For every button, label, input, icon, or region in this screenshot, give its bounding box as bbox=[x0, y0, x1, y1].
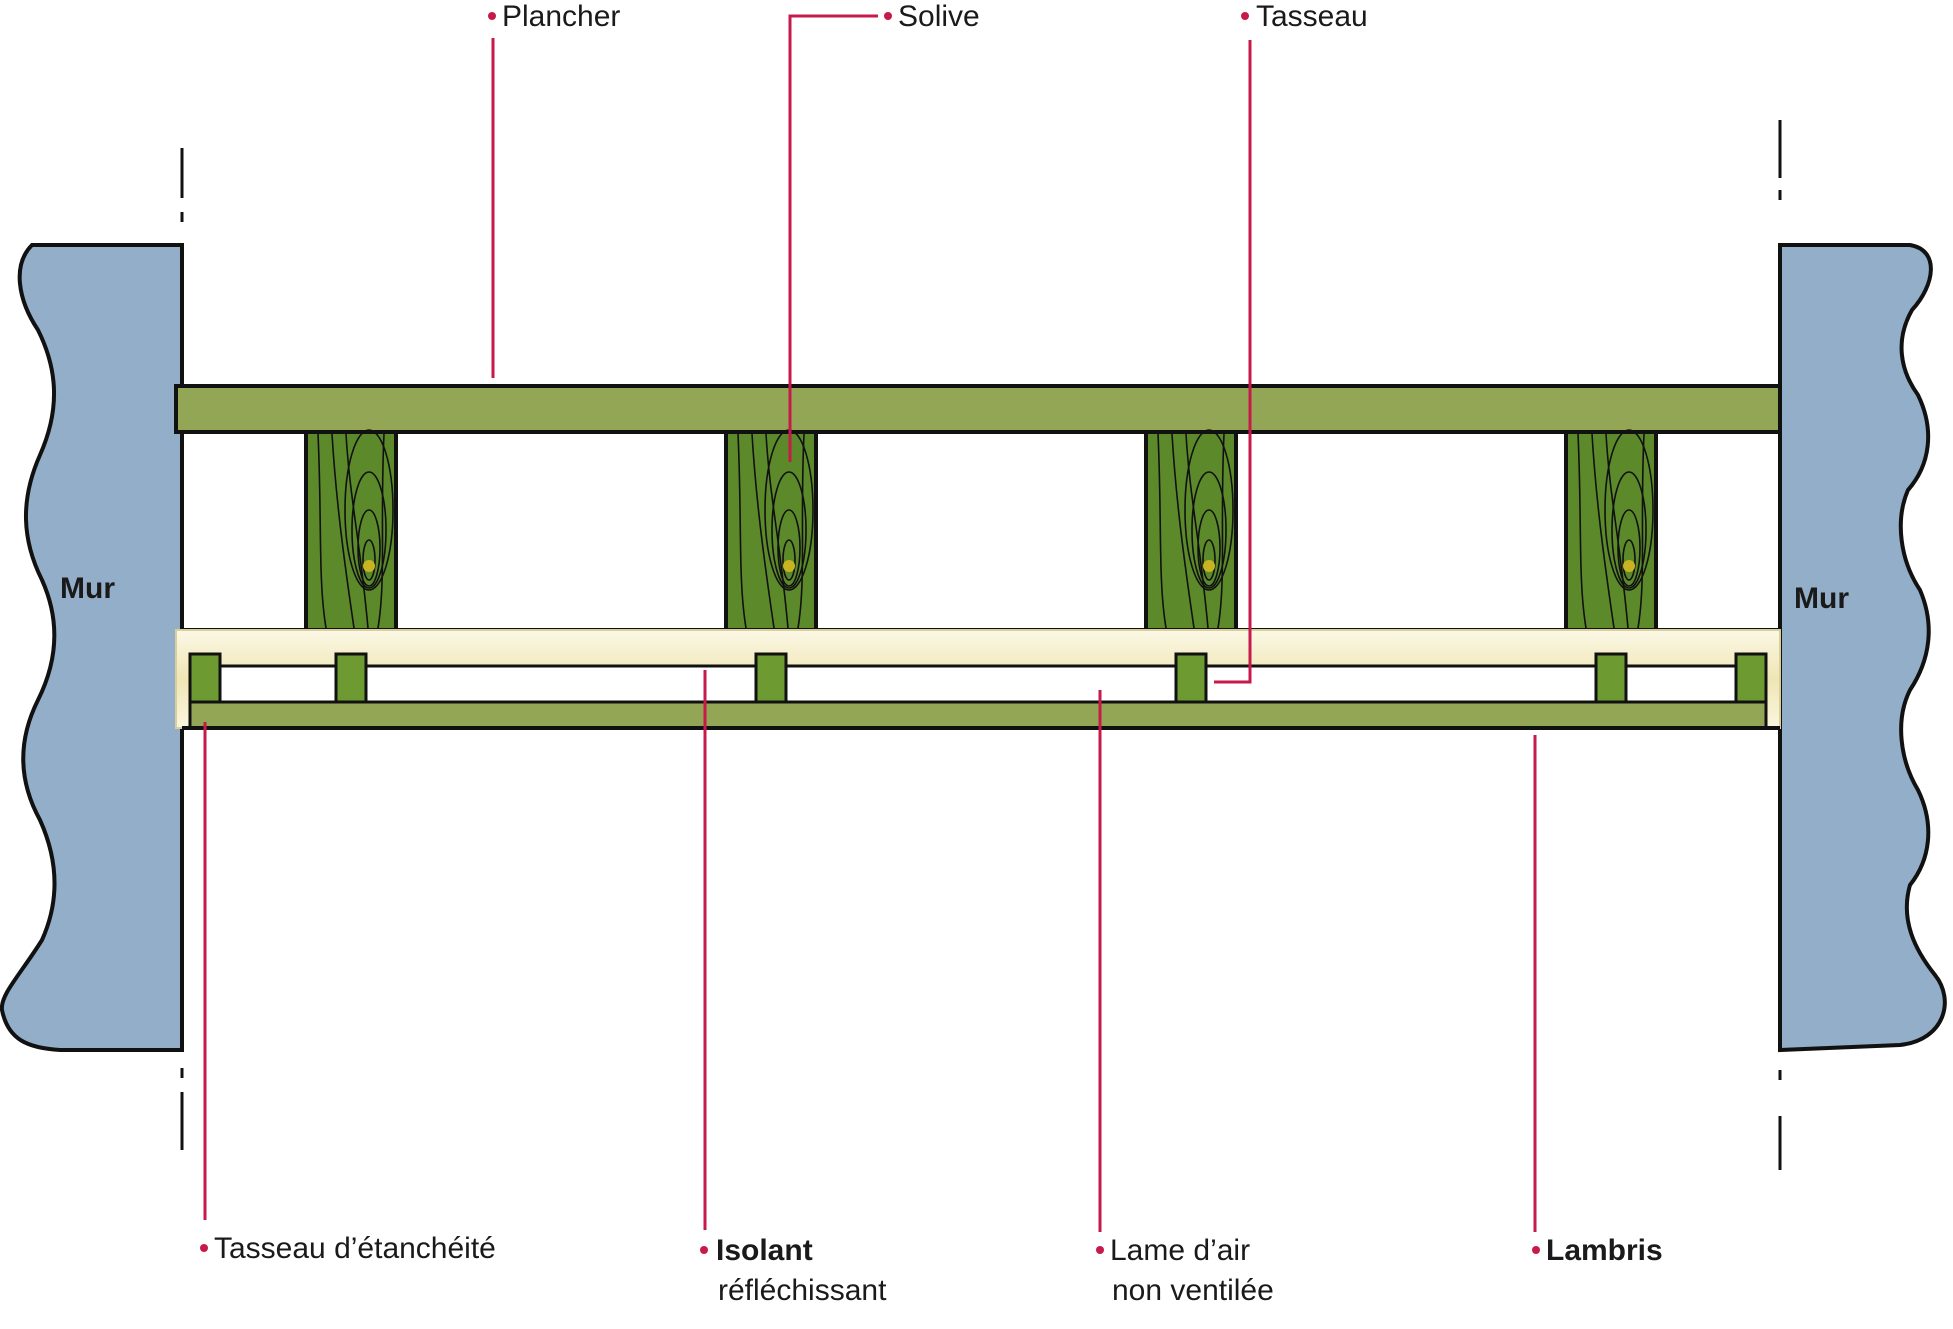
left-wall bbox=[0, 243, 184, 1052]
leader-lines bbox=[203, 14, 1537, 1232]
joist-1 bbox=[304, 429, 398, 632]
label-tasseau-etancheite: Tasseau d’étanchéité bbox=[214, 1232, 496, 1265]
batten-6 bbox=[1734, 652, 1768, 704]
label-plancher: Plancher bbox=[502, 0, 620, 33]
floor-cavity bbox=[180, 430, 1782, 632]
label-mur-left: Mur bbox=[60, 572, 115, 605]
label-lambris: Lambris bbox=[1546, 1234, 1663, 1267]
label-isolant-1: Isolant bbox=[716, 1234, 813, 1267]
joist-3 bbox=[1144, 429, 1238, 632]
label-isolant-2: réfléchissant bbox=[718, 1274, 887, 1307]
label-dots bbox=[200, 12, 1540, 1254]
joist-4 bbox=[1564, 429, 1658, 632]
batten-3 bbox=[754, 652, 788, 704]
label-tasseau: Tasseau bbox=[1256, 0, 1368, 33]
air-gap bbox=[208, 664, 1742, 704]
label-lame-air-1: Lame d’air bbox=[1110, 1234, 1250, 1267]
batten-2 bbox=[334, 652, 368, 704]
label-mur-right: Mur bbox=[1794, 582, 1849, 615]
floor-board bbox=[174, 384, 1782, 434]
label-solive: Solive bbox=[898, 0, 980, 33]
batten-1 bbox=[188, 652, 222, 704]
wall-axis-marks bbox=[180, 120, 1782, 1170]
joist-2 bbox=[724, 429, 818, 632]
label-lame-air-2: non ventilée bbox=[1112, 1274, 1274, 1307]
batten-5 bbox=[1594, 652, 1628, 704]
batten-4 bbox=[1174, 652, 1208, 704]
lambris-panel bbox=[188, 700, 1768, 730]
right-wall bbox=[1778, 243, 1947, 1053]
